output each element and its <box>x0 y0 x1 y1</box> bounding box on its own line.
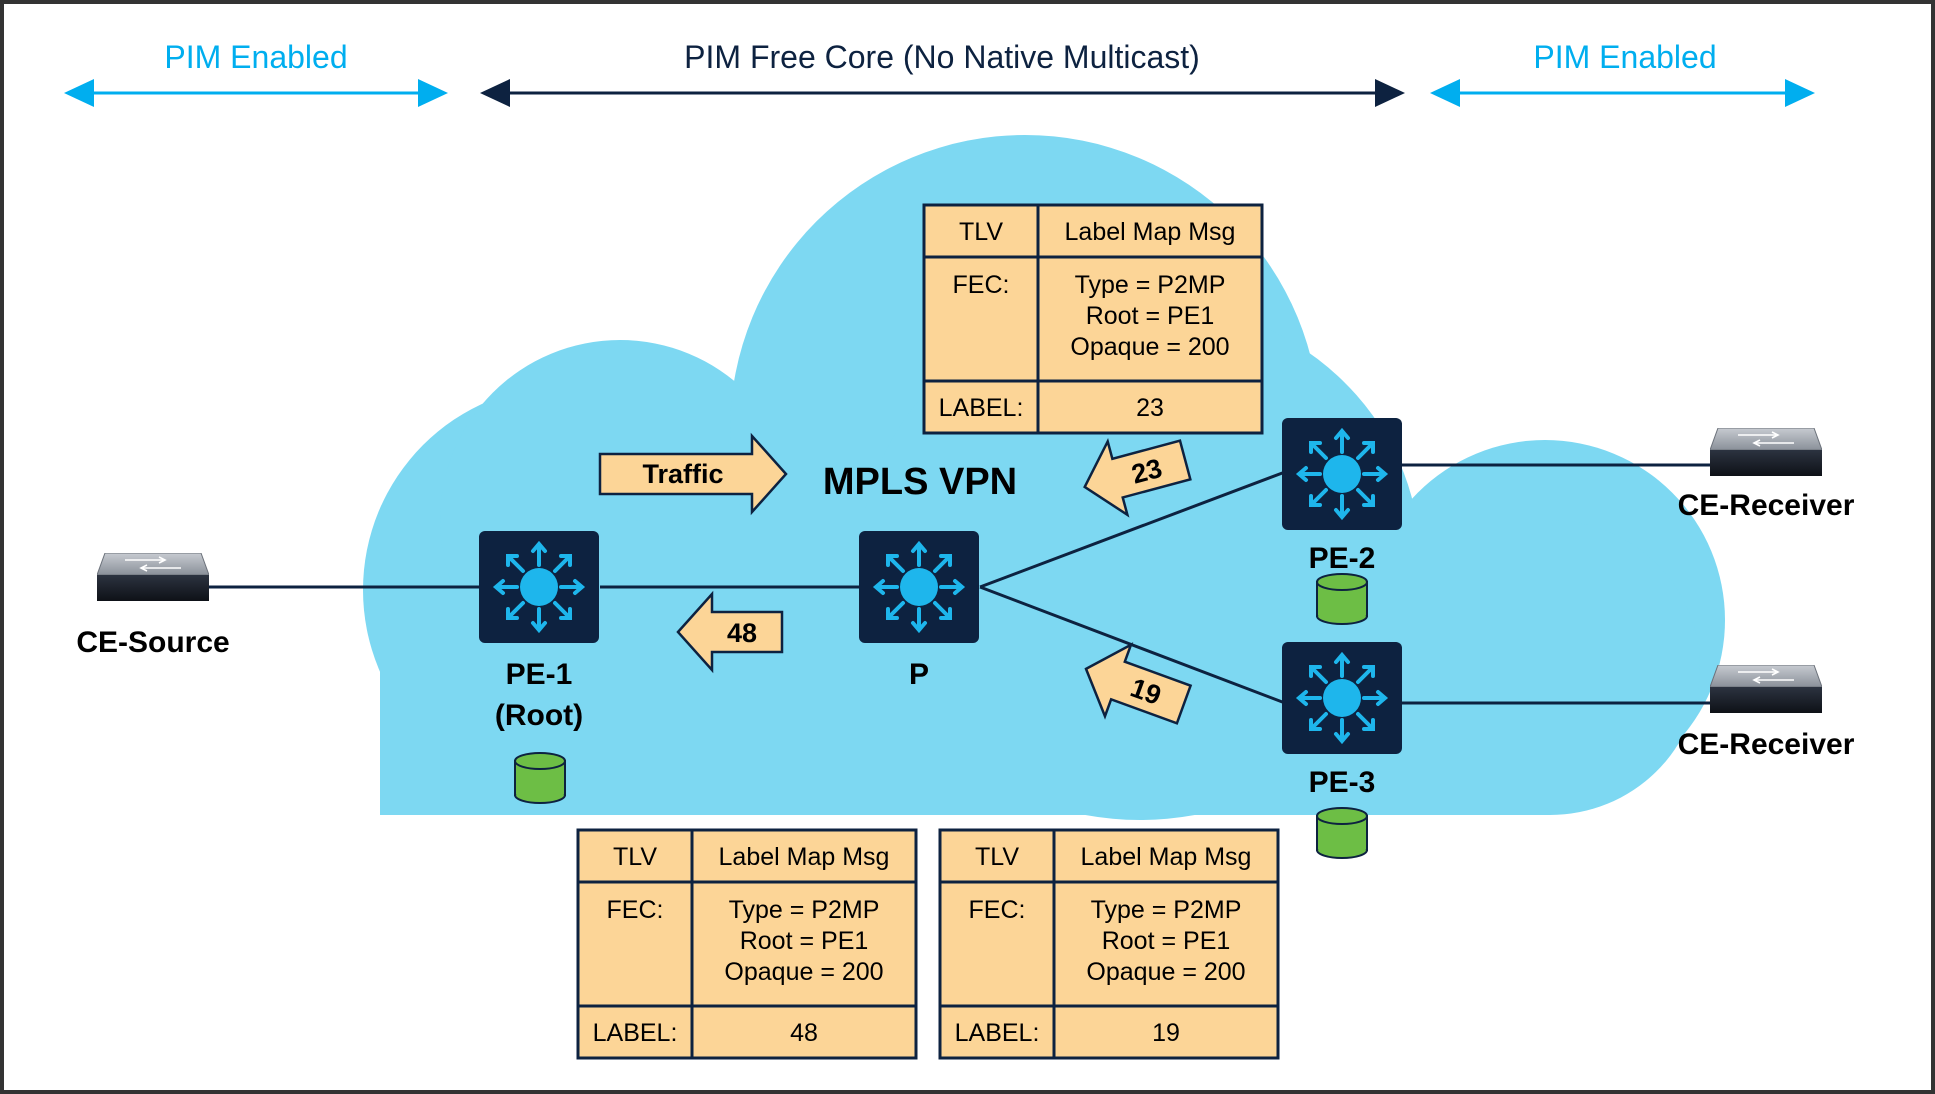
table-body <box>576 828 918 1060</box>
traffic-arrow: Traffic <box>598 432 788 516</box>
table-body <box>938 828 1280 1060</box>
table-label-key: LABEL: <box>593 1019 678 1047</box>
traffic-arrow-label: Traffic <box>642 459 723 489</box>
arrowhead-right-icon <box>418 79 448 107</box>
link-p-pe3 <box>979 585 1286 705</box>
router-icon <box>1282 418 1402 530</box>
table-label-value: 23 <box>1136 394 1164 422</box>
table-header-label-map-msg: Label Map Msg <box>719 843 890 871</box>
node-label-pe3: PE-3 <box>1309 766 1376 799</box>
database-icon <box>1316 807 1368 859</box>
switch-icon <box>97 553 209 602</box>
table-fec-key: FEC: <box>969 896 1026 924</box>
node-label-pe1: PE-1 <box>506 658 573 691</box>
table-fec-opaque: Opaque = 200 <box>1086 958 1245 986</box>
database-icon <box>1316 573 1368 625</box>
node-label-ce-source: CE-Source <box>76 626 229 659</box>
node-label-pe2: PE-2 <box>1309 542 1376 575</box>
table-fec-type: Type = P2MP <box>1075 271 1226 299</box>
region-pim-free-core: PIM Free Core (No Native Multicast) <box>480 39 1405 107</box>
switch-icon <box>1710 665 1822 714</box>
region-pim-enabled-left: PIM Enabled <box>64 39 448 107</box>
table-header-label-map-msg: Label Map Msg <box>1065 218 1236 246</box>
links <box>205 463 1712 705</box>
table-label-key: LABEL: <box>955 1019 1040 1047</box>
table-fec-type: Type = P2MP <box>1091 896 1242 924</box>
table-fec-root: Root = PE1 <box>740 927 869 955</box>
database-icon <box>514 752 566 804</box>
table-fec-opaque: Opaque = 200 <box>724 958 883 986</box>
table-header-label-map-msg: Label Map Msg <box>1081 843 1252 871</box>
link-p-pe2 <box>979 470 1286 589</box>
table-fec-key: FEC: <box>953 271 1010 299</box>
router-icon <box>479 531 599 643</box>
router-icon <box>1282 642 1402 754</box>
arrowhead-right-icon <box>1375 79 1405 107</box>
table-header-tlv: TLV <box>975 843 1019 871</box>
arrowhead-left-icon <box>1430 79 1460 107</box>
arrowhead-left-icon <box>64 79 94 107</box>
label-arrow-19: 19 <box>1084 642 1193 725</box>
table-fec-opaque: Opaque = 200 <box>1070 333 1229 361</box>
cloud-title: MPLS VPN <box>823 461 1017 503</box>
label-arrow-23: 23 <box>1083 437 1192 518</box>
table-label-key: LABEL: <box>939 394 1024 422</box>
region-label: PIM Enabled <box>1533 39 1716 75</box>
region-label: PIM Enabled <box>164 39 347 75</box>
table-fec-key: FEC: <box>607 896 664 924</box>
switch-icon <box>1710 428 1822 477</box>
arrowhead-right-icon <box>1785 79 1815 107</box>
label-arrow-48: 48 <box>676 590 784 674</box>
table-header-tlv: TLV <box>959 218 1003 246</box>
table-fec-root: Root = PE1 <box>1102 927 1231 955</box>
table-label-value: 48 <box>790 1019 818 1047</box>
node-label-ce-receiver-1: CE-Receiver <box>1678 489 1855 522</box>
node-label-p: P <box>909 658 929 691</box>
node-label-ce-receiver-2: CE-Receiver <box>1678 728 1855 761</box>
table-label-value: 19 <box>1152 1019 1180 1047</box>
node-label-pe1-root: (Root) <box>495 699 583 732</box>
label-arrow-value: 48 <box>727 618 757 648</box>
table-fec-type: Type = P2MP <box>729 896 880 924</box>
region-pim-enabled-right: PIM Enabled <box>1430 39 1815 107</box>
table-fec-root: Root = PE1 <box>1086 302 1215 330</box>
router-icon <box>859 531 979 643</box>
region-label: PIM Free Core (No Native Multicast) <box>684 39 1200 75</box>
arrowhead-left-icon <box>480 79 510 107</box>
table-header-tlv: TLV <box>613 843 657 871</box>
table-body <box>922 203 1264 435</box>
